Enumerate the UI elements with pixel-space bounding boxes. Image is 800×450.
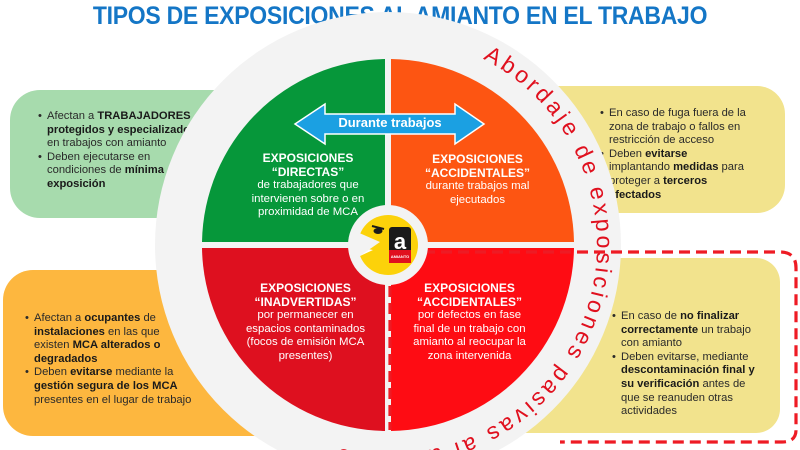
box-list: En caso de no finalizar correctamente un… — [612, 310, 767, 419]
quadrant-description: por defectos en fase final de un trabajo… — [413, 309, 526, 362]
quadrant-accidental-final — [391, 248, 574, 431]
bullet-item: Deben evitarse implantando medidas para … — [600, 148, 750, 202]
quadrant-description: de trabajadores que intervienen sobre o … — [251, 179, 365, 219]
quadrant-accidental-during — [391, 59, 574, 242]
bullet-item: En caso de no finalizar correctamente un… — [612, 310, 767, 351]
quadrant-accidental-during-text: EXPOSICIONES “ACCIDENTALES” durante trab… — [415, 152, 540, 207]
logo-caption: AMIANTO — [391, 254, 410, 259]
quadrant-accidental-final-text: EXPOSICIONES “ACCIDENTALES” por defectos… — [412, 281, 527, 364]
bullet-item: En caso de fuga fuera de la zona de trab… — [600, 107, 750, 148]
quadrant-inadvertent — [202, 248, 385, 431]
quadrant-inadvertent-text: EXPOSICIONES “INADVERTIDAS” por permanec… — [243, 281, 368, 364]
quadrant-direct-text: EXPOSICIONES “DIRECTAS” de trabajadores … — [238, 151, 378, 220]
logo-eyebrow — [371, 225, 385, 230]
logo-eye-icon — [373, 228, 383, 234]
during-work-arrow-icon[interactable] — [293, 102, 486, 146]
quadrant-direct — [202, 59, 385, 242]
box-list: En caso de fuga fuera de la zona de trab… — [600, 107, 750, 202]
bullet-item: Deben evitarse mediante la gestión segur… — [25, 366, 195, 407]
quadrant-heading: EXPOSICIONES — [262, 151, 354, 165]
quadrant-description: por permanecer en espacios contaminados … — [245, 309, 366, 362]
logo-mouth-bite — [357, 232, 380, 258]
quadrant-type: “ACCIDENTALES” — [424, 165, 531, 180]
logo-letter: a — [394, 229, 407, 254]
bullet-item: Deben evitarse, mediante descontaminació… — [612, 351, 767, 419]
box-list: Afectan a ocupantes de instalaciones en … — [25, 312, 195, 407]
quadrant-type: “ACCIDENTALES” — [416, 294, 523, 309]
quadrant-description: durante trabajos mal ejecutados — [425, 180, 530, 206]
bullet-item: Deben ejecutarse en condiciones de mínim… — [38, 151, 198, 192]
box-accidental-exposures-final-phase: En caso de no finalizar correctamente un… — [520, 258, 780, 433]
quadrant-type: “DIRECTAS” — [271, 164, 345, 179]
bullet-item: Afectan a ocupantes de instalaciones en … — [25, 312, 195, 366]
bullet-item: Afectan a TRABAJADORES protegidos y espe… — [38, 110, 198, 151]
quadrant-type: “INADVERTIDAS” — [254, 294, 357, 309]
box-list: Afectan a TRABAJADORES protegidos y espe… — [38, 110, 198, 192]
logo-badge-red — [389, 250, 411, 263]
quadrant-heading: EXPOSICIONES — [432, 152, 523, 166]
quadrant-heading: EXPOSICIONES — [260, 281, 351, 295]
during-work-label: Durante trabajos — [338, 115, 442, 130]
passive-exposures-dashed-border — [388, 250, 798, 444]
quadrant-heading: EXPOSICIONES — [424, 281, 515, 295]
